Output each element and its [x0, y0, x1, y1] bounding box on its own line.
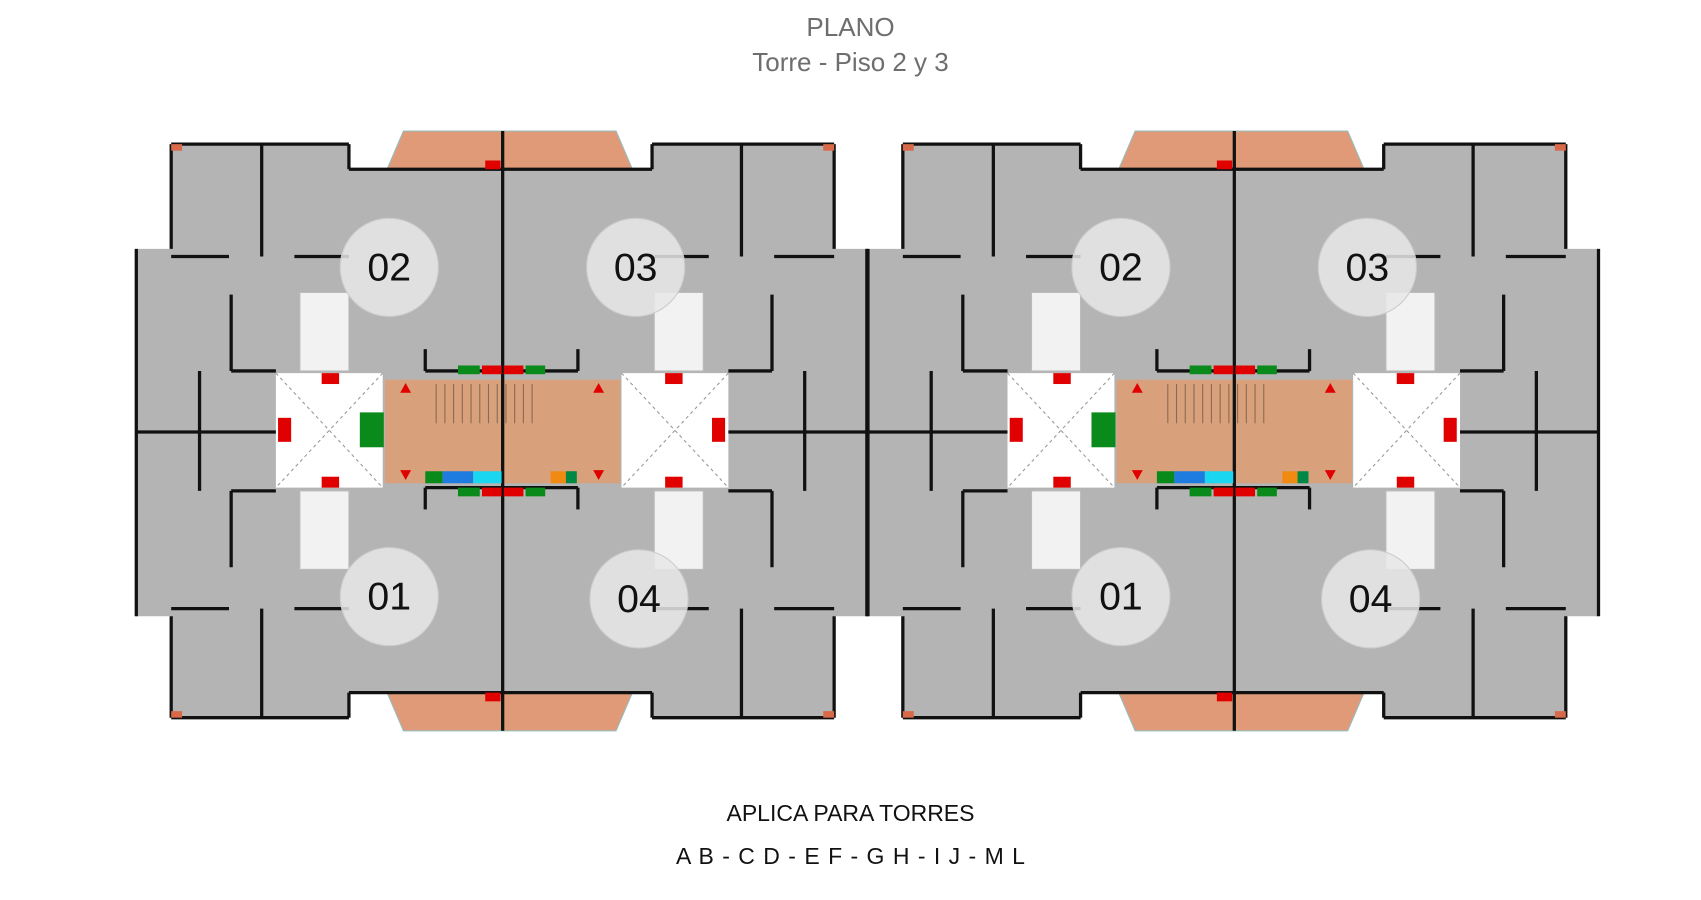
shaft: [1235, 487, 1256, 497]
shaft: [525, 487, 546, 497]
unit-label-02: 02: [367, 245, 411, 289]
window: [823, 711, 835, 718]
arrow-marker: [593, 470, 605, 480]
fire-cabinet: [1396, 373, 1415, 385]
unit-badge: [1071, 547, 1171, 647]
fire-cabinet: [665, 476, 683, 488]
plan-subtitle: Torre - Piso 2 y 3: [752, 47, 949, 77]
meter: [1174, 471, 1205, 484]
fire-cabinet: [485, 160, 501, 170]
shaft: [457, 365, 480, 375]
shaft: [503, 487, 524, 497]
arrow-marker: [400, 382, 412, 393]
shaft: [1213, 365, 1234, 375]
arrow-marker: [1324, 382, 1336, 393]
window: [1554, 144, 1566, 151]
shaft: [1213, 487, 1234, 497]
shaft: [481, 365, 502, 375]
meter: [1156, 471, 1175, 484]
shaft: [525, 365, 546, 375]
arrow-marker: [1324, 470, 1336, 480]
fire-cabinet: [1053, 476, 1071, 488]
meter: [565, 471, 577, 484]
window: [1554, 711, 1566, 718]
shaft: [1257, 487, 1277, 497]
bathroom: [299, 490, 350, 570]
meter: [442, 471, 474, 484]
balcony-top: [1117, 130, 1365, 170]
unit-badge: [1317, 217, 1417, 317]
fire-cabinet: [321, 476, 340, 488]
fire-cabinet: [485, 692, 501, 702]
bathroom: [1030, 490, 1082, 570]
lobby-right: [621, 373, 729, 488]
building-plan-left: 02 03 01 04: [134, 130, 869, 732]
fire-cabinet: [665, 373, 683, 385]
unit-badge: [589, 549, 689, 649]
shaft: [457, 487, 480, 497]
unit-label-01: 01: [367, 575, 411, 619]
meter: [473, 471, 502, 484]
elevator: [359, 412, 384, 448]
window: [823, 144, 835, 151]
window: [902, 711, 914, 718]
arrow-marker: [593, 382, 605, 393]
fire-cabinet: [1443, 417, 1457, 442]
meter: [425, 471, 443, 484]
bathroom: [299, 291, 350, 372]
unit-label-03: 03: [1346, 245, 1390, 289]
bathroom: [1030, 291, 1082, 372]
elevator: [1091, 412, 1116, 448]
shaft: [1235, 365, 1256, 375]
arrow-marker: [1131, 470, 1143, 480]
meter: [1282, 471, 1298, 484]
fire-cabinet: [1216, 160, 1233, 170]
balcony-bottom: [1117, 692, 1365, 732]
fire-cabinet: [278, 417, 292, 442]
window: [171, 711, 183, 718]
window: [171, 144, 183, 151]
meter: [1204, 471, 1234, 484]
fire-cabinet: [1053, 373, 1071, 385]
tower-list: A B - C D - E F - G H - I J - M L: [676, 843, 1025, 869]
window: [902, 144, 914, 151]
fire-cabinet: [1009, 417, 1023, 442]
plan-title: PLANO: [806, 12, 895, 42]
building-plan-right: 02 03 01 04: [866, 130, 1601, 732]
shaft: [1189, 365, 1212, 375]
shaft: [1257, 365, 1277, 375]
shaft: [503, 365, 524, 375]
unit-badge: [586, 217, 686, 317]
unit-badge: [339, 217, 439, 317]
unit-badge: [1071, 217, 1171, 317]
meter: [1297, 471, 1309, 484]
unit-label-02: 02: [1099, 245, 1143, 289]
arrow-marker: [1131, 382, 1143, 393]
unit-label-04: 04: [617, 577, 661, 621]
lobby-right: [1353, 373, 1461, 488]
unit-badge: [1321, 549, 1421, 649]
fire-cabinet: [321, 373, 340, 385]
arrow-marker: [400, 470, 412, 480]
fire-cabinet: [1396, 476, 1415, 488]
balcony-bottom: [386, 692, 634, 732]
fire-cabinet: [712, 417, 726, 442]
fire-cabinet: [1216, 692, 1233, 702]
unit-badge: [339, 547, 439, 647]
shaft: [1189, 487, 1212, 497]
unit-label-04: 04: [1349, 577, 1393, 621]
unit-label-03: 03: [614, 245, 658, 289]
unit-label-01: 01: [1099, 575, 1143, 619]
meter: [550, 471, 566, 484]
applies-label: APLICA PARA TORRES: [726, 800, 975, 826]
shaft: [481, 487, 502, 497]
balcony-top: [386, 130, 634, 170]
